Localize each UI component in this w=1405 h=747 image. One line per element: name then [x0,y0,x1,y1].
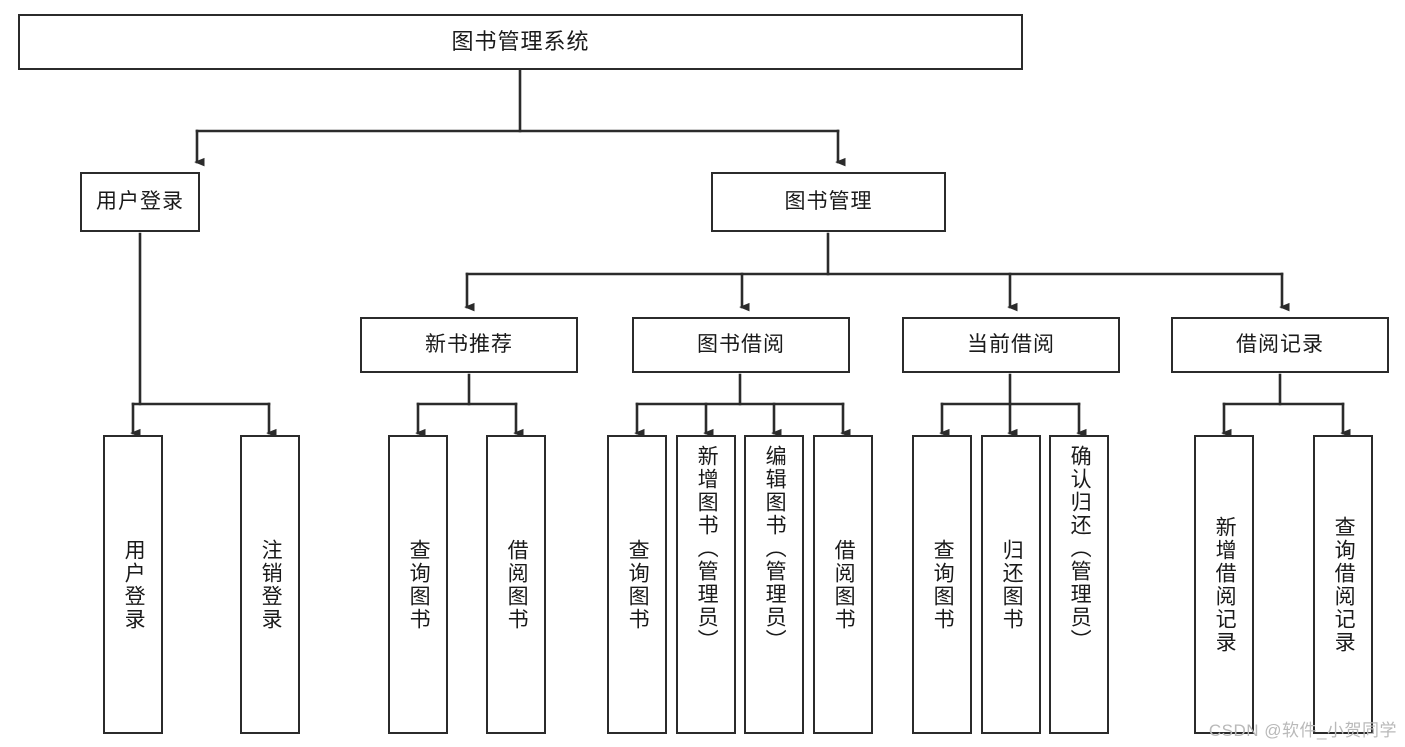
node-label: 图书管理系统 [451,28,590,54]
leaf-confirm-return-admin[interactable]: 确认归还（管理员） [1049,435,1109,734]
node-label: 图书借阅 [697,333,785,357]
node-label: 查询借阅记录 [1332,515,1356,654]
node-current-borrow[interactable]: 当前借阅 [902,317,1120,373]
leaf-add-book-admin[interactable]: 新增图书（管理员） [676,435,736,734]
leaf-add-borrow-record[interactable]: 新增借阅记录 [1194,435,1254,734]
node-label: 图书管理 [784,190,873,214]
node-label: 查询图书 [626,538,650,631]
node-new-book-recommend[interactable]: 新书推荐 [360,317,578,373]
node-label: 新增图书（管理员） [695,445,719,652]
leaf-query-book-borrow[interactable]: 查询图书 [607,435,667,734]
node-label: 借阅图书 [832,538,856,631]
leaf-user-login[interactable]: 用户登录 [103,435,163,734]
leaf-query-borrow-record[interactable]: 查询借阅记录 [1313,435,1373,734]
node-label: 注销登录 [259,538,283,631]
node-label: 编辑图书（管理员） [763,445,787,652]
leaf-query-book-current[interactable]: 查询图书 [912,435,972,734]
leaf-edit-book-admin[interactable]: 编辑图书（管理员） [744,435,804,734]
csdn-watermark: CSDN @软件_小贺同学 [1208,721,1397,740]
node-book-management[interactable]: 图书管理 [711,172,946,232]
leaf-borrow-book-borrow[interactable]: 借阅图书 [813,435,873,734]
node-label: 新书推荐 [425,333,513,357]
leaf-logout-login[interactable]: 注销登录 [240,435,300,734]
node-root-book-management-system[interactable]: 图书管理系统 [18,14,1023,70]
node-label: 用户登录 [122,538,146,631]
node-label: 借阅图书 [505,538,529,631]
node-label: 确认归还（管理员） [1068,445,1092,652]
node-label: 归还图书 [1000,538,1024,631]
leaf-return-book[interactable]: 归还图书 [981,435,1041,734]
node-label: 借阅记录 [1236,333,1324,357]
node-label: 查询图书 [931,538,955,631]
node-label: 用户登录 [96,190,184,214]
node-label: 当前借阅 [967,333,1055,357]
leaf-borrow-book-new[interactable]: 借阅图书 [486,435,546,734]
node-label: 新增借阅记录 [1213,515,1237,654]
leaf-query-book-new[interactable]: 查询图书 [388,435,448,734]
node-label: 查询图书 [407,538,431,631]
node-borrow-record[interactable]: 借阅记录 [1171,317,1389,373]
node-book-borrow[interactable]: 图书借阅 [632,317,850,373]
node-user-login[interactable]: 用户登录 [80,172,200,232]
